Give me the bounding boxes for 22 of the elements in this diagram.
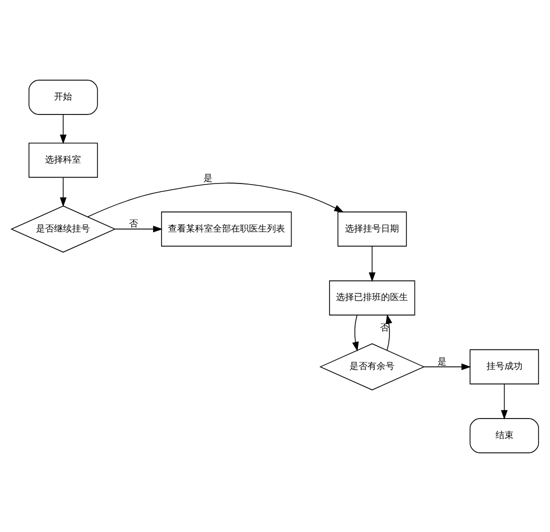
arrow <box>424 362 472 370</box>
arrow <box>60 114 67 144</box>
node-box: 查看某科室全部在职医生列表 <box>161 211 292 246</box>
edge-label: 否 <box>380 322 390 333</box>
edge-label: 是 <box>438 356 447 367</box>
arrow <box>352 314 359 351</box>
edge-label: 是 <box>203 174 212 184</box>
node-diamond: 是否继续挂号 <box>10 205 116 252</box>
arrow <box>87 182 344 217</box>
edge-label: 否 <box>129 219 138 230</box>
arrow <box>368 246 376 282</box>
arrow <box>386 314 392 350</box>
node-box: 选择挂号日期 <box>338 211 407 246</box>
arrow <box>500 383 508 420</box>
node-box: 选择科室 <box>28 142 98 178</box>
node-box: 挂号成功 <box>470 348 539 384</box>
node-box: 结束 <box>470 418 539 453</box>
node-box: 选择已排班的医生 <box>329 280 416 315</box>
node-box: 开始 <box>28 79 98 114</box>
arrow <box>114 225 163 232</box>
arrow <box>60 176 67 206</box>
node-diamond: 是否有余号 <box>319 342 425 390</box>
